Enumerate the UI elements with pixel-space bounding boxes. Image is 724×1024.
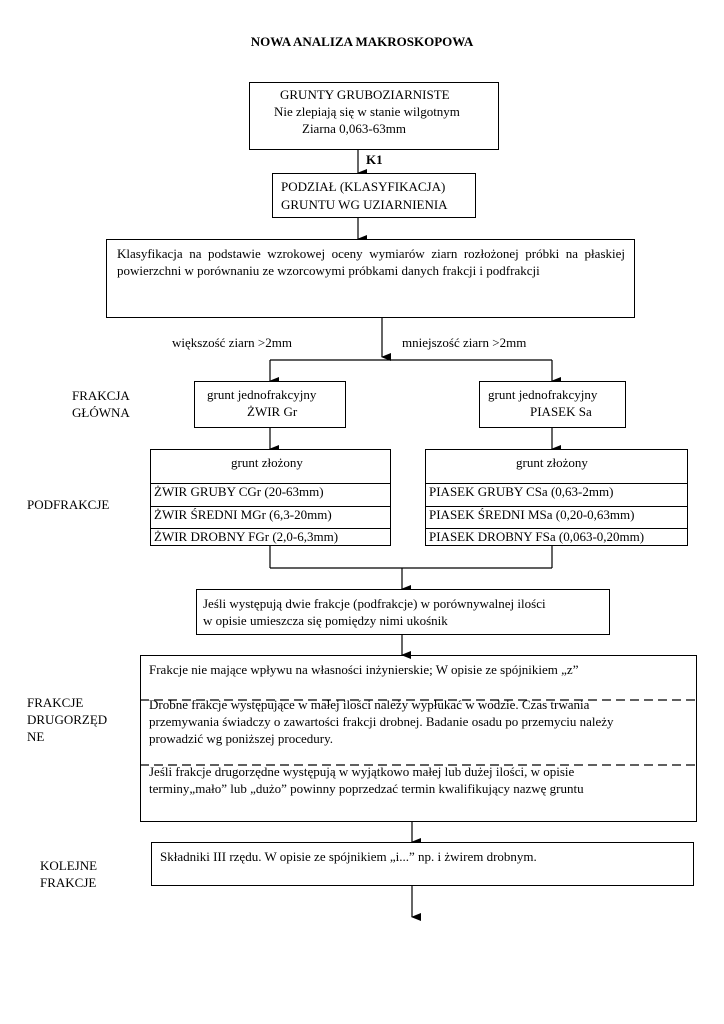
two-fractions-line1: Jeśli występują dwie frakcje (podfrakcje… [203,596,546,611]
label-secondary-3: NE [27,729,45,744]
page-title: NOWA ANALIZA MAKROSKOPOWA [250,34,474,49]
gravel-composite-box: grunt złożony ŻWIR GRUBY CGr (20-63mm) Ż… [150,449,391,546]
sand-row-medium: PIASEK ŚREDNI MSa (0,20-0,63mm) [425,506,688,523]
label-main-fraction-2: GŁÓWNA [72,405,130,420]
secondary-para3-line2: terminy„mało” lub „dużo” powinny poprzed… [149,781,584,796]
sand-composite-header: grunt złożony [516,455,588,470]
secondary-para2-line3: prowadzić wg poniższej procedury. [149,731,333,746]
label-subfractions: PODFRAKCJE [27,497,110,512]
coarse-soils-title: GRUNTY GRUBOZIARNISTE [280,87,450,102]
coarse-soils-grain-range: Ziarna 0,063-63mm [302,121,406,136]
label-main-fraction-1: FRAKCJA [72,388,130,403]
secondary-para2-line1: Drobne frakcje występujące w małej ilośc… [149,697,590,712]
classification-box: PODZIAŁ (KLASYFIKACJA) GRUNTU WG UZIARNI… [272,173,476,218]
sand-row-coarse: PIASEK GRUBY CSa (0,63-2mm) [425,483,688,500]
gravel-composite-header: grunt złożony [231,455,303,470]
third-order-box: Składniki III rzędu. W opisie ze spójnik… [151,842,694,886]
coarse-soils-cohesion: Nie zlepiają się w stanie wilgotnym [274,104,460,119]
gravel-single-line2: ŻWIR Gr [247,404,298,419]
sand-composite-box: grunt złożony PIASEK GRUBY CSa (0,63-2mm… [425,449,688,546]
sand-single-line2: PIASEK Sa [530,404,592,419]
gravel-single-box: grunt jednofrakcyjny ŻWIR Gr [194,381,346,428]
sand-single-line1: grunt jednofrakcyjny [488,387,598,402]
label-next-2: FRAKCJE [40,875,97,890]
third-order-text: Składniki III rzędu. W opisie ze spójnik… [160,849,537,864]
branch-label-minority: mniejszość ziarn >2mm [402,335,527,350]
secondary-fractions-box: Frakcje nie mające wpływu na własności i… [140,655,697,822]
visual-classification-text: Klasyfikacja na podstawie wzrokowej ocen… [117,246,625,278]
gravel-row-medium: ŻWIR ŚREDNI MGr (6,3-20mm) [150,506,391,523]
gravel-row-coarse: ŻWIR GRUBY CGr (20-63mm) [150,483,391,500]
sand-row-fine: PIASEK DROBNY FSa (0,063-0,20mm) [425,528,688,545]
label-secondary-2: DRUGORZĘD [27,712,108,727]
sand-single-box: grunt jednofrakcyjny PIASEK Sa [479,381,626,428]
gravel-row-fine: ŻWIR DROBNY FGr (2,0-6,3mm) [150,528,391,545]
branch-label-majority: większość ziarn >2mm [172,335,292,350]
gravel-single-line1: grunt jednofrakcyjny [207,387,317,402]
classification-line2: GRUNTU WG UZIARNIENIA [281,197,448,212]
two-fractions-line2: w opisie umieszcza się pomiędzy nimi uko… [203,613,448,628]
secondary-para2-line2: przemywania świadczy o zawartości frakcj… [149,714,614,729]
two-fractions-box: Jeśli występują dwie frakcje (podfrakcje… [196,589,610,635]
k1-label: K1 [366,152,383,167]
coarse-soils-box: GRUNTY GRUBOZIARNISTE Nie zlepiają się w… [249,82,499,150]
visual-classification-box: Klasyfikacja na podstawie wzrokowej ocen… [106,239,635,318]
secondary-para1: Frakcje nie mające wpływu na własności i… [149,662,579,677]
classification-line1: PODZIAŁ (KLASYFIKACJA) [281,179,446,194]
secondary-para3-line1: Jeśli frakcje drugorzędne występują w wy… [149,764,575,779]
label-secondary-1: FRAKCJE [27,695,84,710]
label-next-1: KOLEJNE [40,858,98,873]
